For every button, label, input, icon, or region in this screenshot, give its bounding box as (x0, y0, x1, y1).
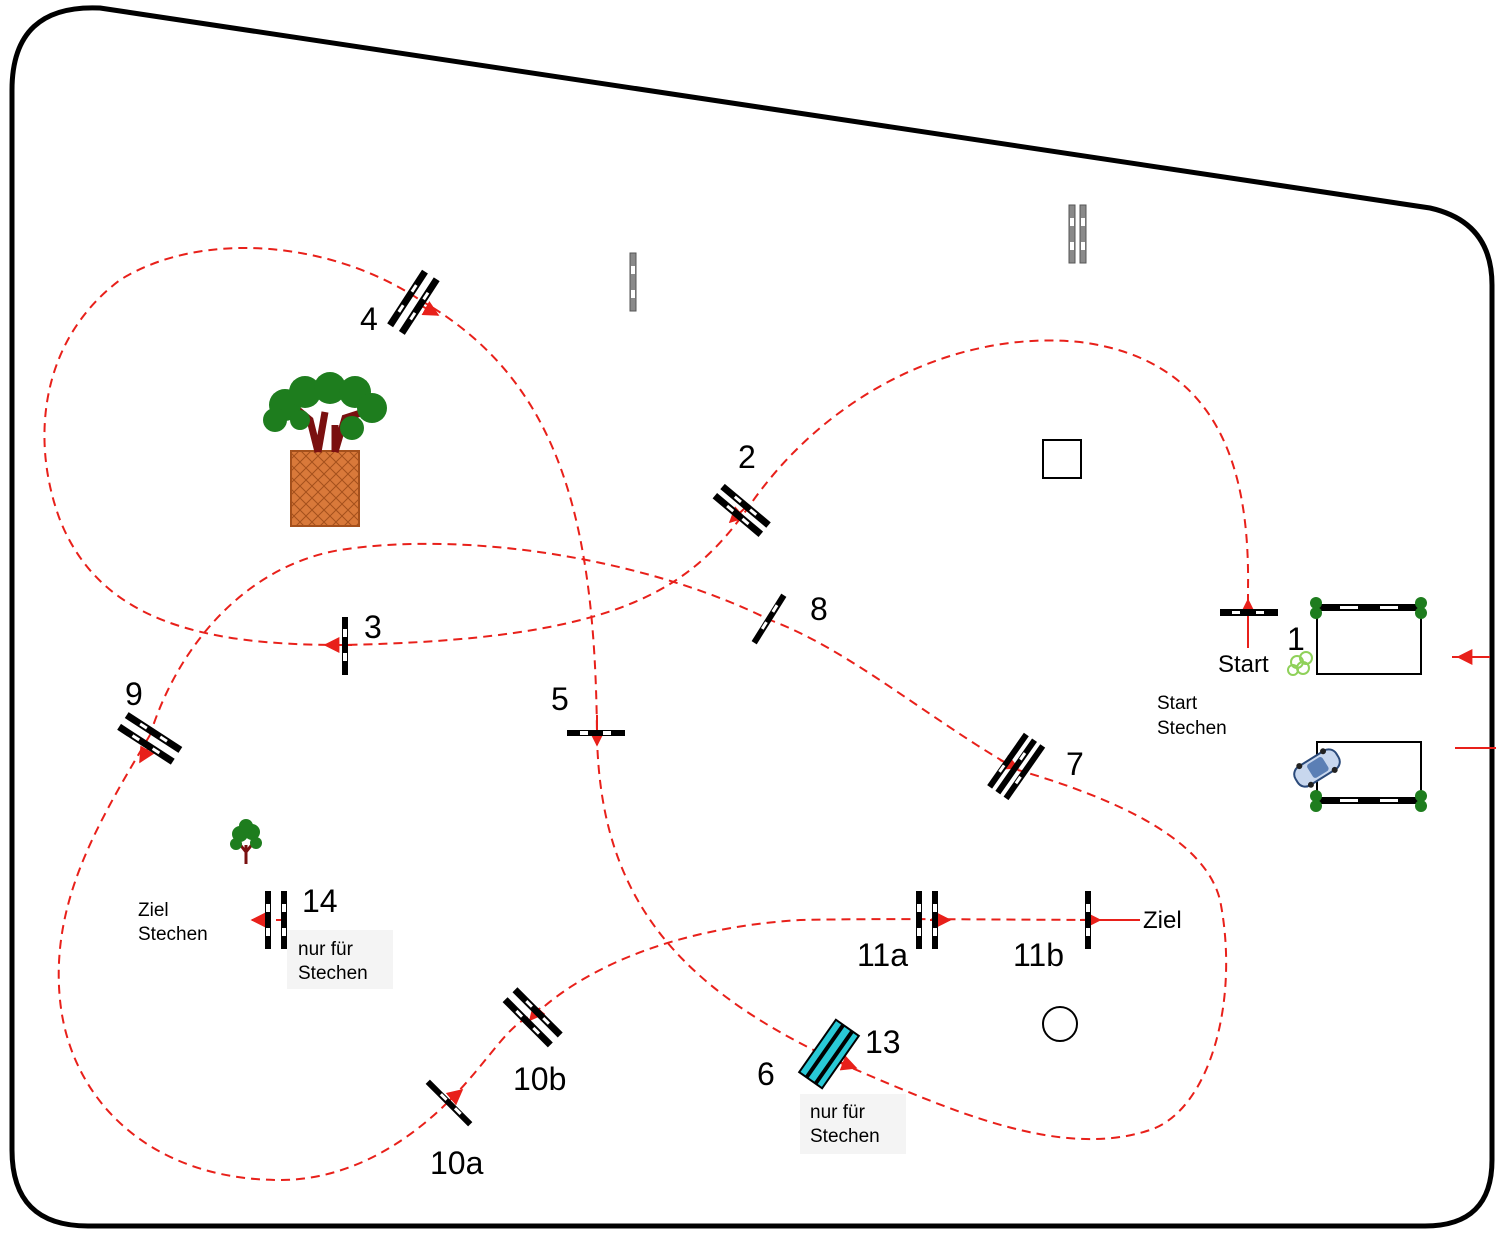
tree-planter-icon (263, 372, 387, 527)
label-10b: 10b (513, 1061, 566, 1097)
label-13: 13 (865, 1024, 901, 1060)
obstacle-10b (502, 987, 563, 1048)
start-stechen-line1: Start (1157, 693, 1198, 714)
label-2: 2 (738, 439, 756, 475)
obstacle-11a (916, 891, 938, 949)
obstacle-8 (751, 593, 787, 645)
label-6: 6 (757, 1056, 775, 1092)
small-tree-icon (230, 819, 262, 864)
obstacle-1 (1220, 609, 1278, 616)
note-14-line2: Stechen (298, 963, 368, 984)
note-box-14 (287, 930, 393, 989)
label-4: 4 (360, 301, 378, 337)
ziel-stechen-line2: Stechen (138, 924, 208, 945)
obstacle-10a (425, 1079, 473, 1127)
spare-poles-right (1068, 204, 1087, 264)
square-marker (1042, 439, 1082, 479)
obstacle-2 (712, 483, 771, 537)
obstacle-14 (265, 891, 287, 949)
note-13-line2: Stechen (810, 1126, 880, 1147)
arena-border (9, 5, 1495, 1229)
circle-marker (1042, 1006, 1078, 1042)
label-8: 8 (810, 591, 828, 627)
entry-pen-top (1310, 597, 1427, 675)
label-11b: 11b (1013, 937, 1064, 973)
label-9: 9 (125, 676, 143, 712)
obstacle-11b (1085, 891, 1091, 949)
spare-pole-left (629, 252, 637, 312)
course-path (43, 247, 1250, 1182)
label-7: 7 (1066, 746, 1084, 782)
label-10a: 10a (430, 1145, 484, 1181)
label-14: 14 (302, 883, 338, 919)
obstacle-7 (987, 732, 1046, 801)
car-icon (1293, 748, 1341, 788)
obstacle-4 (387, 269, 440, 335)
obstacle-3 (342, 617, 348, 675)
start-stechen-line2: Stechen (1157, 718, 1227, 739)
obstacle-5 (567, 730, 625, 736)
note-box-13 (800, 1094, 906, 1154)
label-11a: 11a (857, 937, 908, 973)
bush-icon (1287, 651, 1313, 676)
label-5: 5 (551, 681, 569, 717)
label-1: 1 (1287, 621, 1305, 657)
label-3: 3 (364, 609, 382, 645)
obstacle-6-13-water (797, 1018, 861, 1090)
obstacle-9 (117, 712, 183, 765)
note-13-line1: nur für (810, 1102, 866, 1123)
note-14-line1: nur für (298, 939, 354, 960)
ziel-label: Ziel (1143, 907, 1182, 934)
start-label: Start (1218, 651, 1269, 678)
ziel-stechen-line1: Ziel (138, 900, 169, 921)
